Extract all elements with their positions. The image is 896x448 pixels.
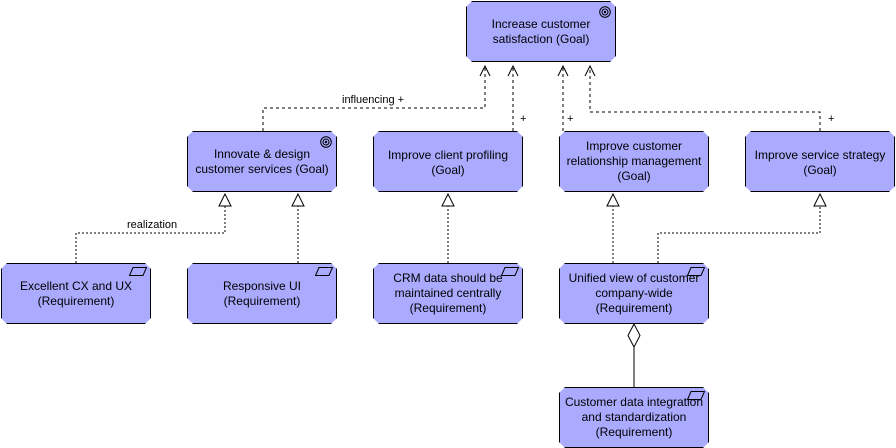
influence-plus-label: +	[567, 113, 574, 125]
open-arrowhead	[479, 64, 491, 77]
requirement-icon	[687, 267, 705, 276]
requirement-icon	[687, 391, 705, 400]
influence-plus-label: +	[520, 113, 527, 125]
influence-connector-innovate[interactable]	[262, 66, 486, 131]
hollow-triangle-arrowhead	[291, 192, 305, 207]
goal-innovate-design-services[interactable]: Innovate & design customer services (Goa…	[187, 131, 337, 192]
goal-icon	[599, 6, 611, 18]
hollow-diamond	[627, 322, 641, 349]
influence-label: influencing +	[342, 94, 405, 106]
node-label: Responsive UI (Requirement)	[222, 278, 302, 308]
requirement-unified-customer-view[interactable]: Unified view of customer company-wide (R…	[559, 263, 709, 324]
goal-improve-crm[interactable]: Improve customer relationship management…	[559, 131, 709, 192]
node-label: Excellent CX and UX (Requirement)	[19, 278, 133, 308]
requirement-icon	[501, 267, 519, 276]
node-label: Improve customer relationship management…	[566, 139, 702, 183]
goal-icon	[320, 136, 332, 148]
node-label: Improve service strategy (Goal)	[754, 148, 886, 177]
node-label: Customer data integration and standardiz…	[564, 395, 704, 439]
node-label: Increase customer satisfaction (Goal)	[491, 16, 591, 46]
goal-improve-client-profiling[interactable]: Improve client profiling (Goal)	[373, 131, 523, 192]
realization-connector-unified-view-service[interactable]	[657, 206, 821, 263]
hollow-triangle-arrowhead	[606, 192, 620, 207]
open-arrowhead	[557, 64, 569, 77]
influence-connector-service-strategy[interactable]	[589, 66, 821, 131]
node-label: CRM data should be maintained centrally …	[393, 271, 503, 315]
goal-improve-service-strategy[interactable]: Improve service strategy (Goal)	[745, 131, 895, 192]
realization-connector-cx[interactable]	[75, 206, 226, 263]
requirement-icon	[129, 267, 147, 276]
realization-label: realization	[127, 219, 178, 231]
node-label: Unified view of customer company-wide (R…	[568, 271, 700, 315]
requirement-excellent-cx-ux[interactable]: Excellent CX and UX (Requirement)	[1, 263, 151, 324]
node-label: Improve client profiling (Goal)	[387, 148, 509, 177]
node-label: Innovate & design customer services (Goa…	[195, 146, 329, 176]
requirement-crm-data-central[interactable]: CRM data should be maintained centrally …	[373, 263, 523, 324]
open-arrowhead	[584, 64, 596, 77]
requirement-responsive-ui[interactable]: Responsive UI (Requirement)	[187, 263, 337, 324]
requirement-customer-data-integration[interactable]: Customer data integration and standardiz…	[559, 387, 709, 448]
hollow-triangle-arrowhead	[218, 192, 232, 207]
requirement-icon	[315, 267, 333, 276]
goal-increase-customer-satisfaction[interactable]: Increase customer satisfaction (Goal)	[466, 1, 616, 62]
hollow-triangle-arrowhead	[441, 192, 455, 207]
hollow-triangle-arrowhead	[813, 192, 827, 207]
influence-plus-label: +	[828, 113, 835, 125]
open-arrowhead	[507, 64, 519, 77]
